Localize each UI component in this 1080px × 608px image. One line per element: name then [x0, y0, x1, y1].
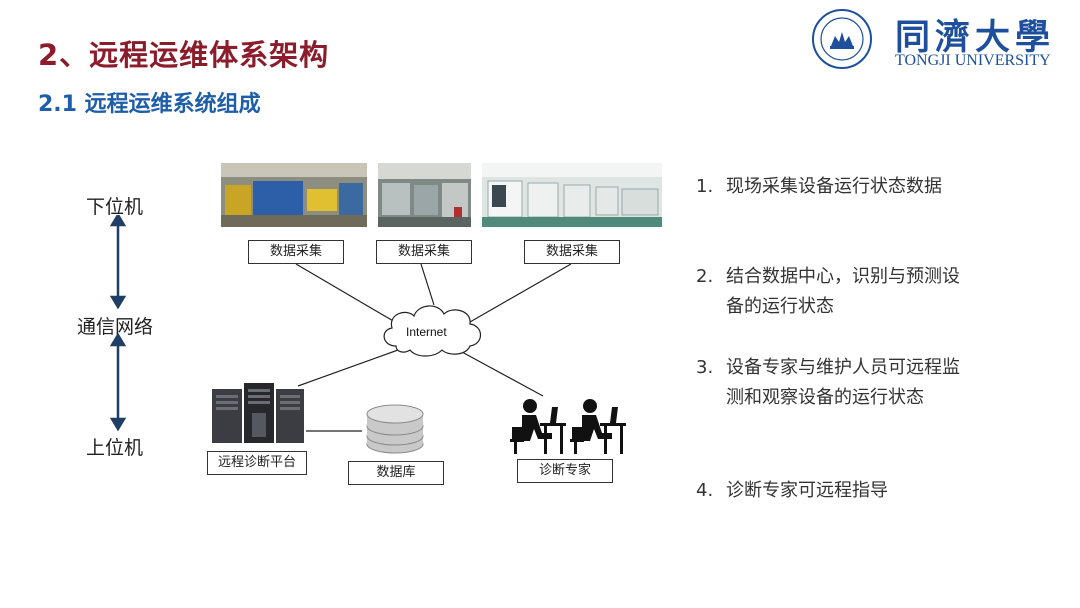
list-item: 3. 设备专家与维护人员可远程监测和观察设备的运行状态: [696, 353, 966, 443]
database-icon: [366, 404, 424, 454]
data-collection-label-3: 数据采集: [524, 240, 620, 264]
logo-chinese-name: 同濟大學: [895, 17, 1056, 58]
list-item-number: 2.: [696, 266, 714, 287]
internet-cloud-icon: [383, 305, 482, 357]
factory-photo-3: [482, 163, 662, 227]
data-collection-label-1: 数据采集: [248, 240, 344, 264]
diagnosis-platform-label: 远程诊断平台: [207, 451, 307, 475]
upper-machine-label: 上位机: [86, 437, 144, 459]
list-item: 2. 结合数据中心，识别与预测设备的运行状态: [696, 262, 966, 322]
list-item: 4. 诊断专家可远程指导: [696, 476, 966, 506]
list-item: 1. 现场采集设备运行状态数据: [696, 172, 966, 232]
factory-photo-1: [221, 163, 367, 227]
page-title: 2、远程运维体系架构: [38, 38, 330, 72]
section-subtitle: 2.1 远程运维系统组成: [38, 92, 261, 117]
list-item-number: 3.: [696, 357, 714, 378]
university-seal-icon: [812, 9, 872, 69]
hierarchy-arrows: [109, 215, 127, 432]
lower-machine-label: 下位机: [86, 196, 144, 218]
factory-photo-2: [378, 163, 471, 227]
diagnosis-experts-icon: [510, 399, 626, 454]
list-item-text: 诊断专家可远程指导: [726, 480, 888, 501]
server-rack-icon: [212, 383, 304, 443]
data-collection-label-2: 数据采集: [376, 240, 472, 264]
list-item-text: 结合数据中心，识别与预测设备的运行状态: [726, 266, 960, 317]
list-item-number: 4.: [696, 480, 714, 501]
list-item-number: 1.: [696, 176, 714, 197]
diagnosis-expert-label: 诊断专家: [517, 459, 613, 483]
list-item-text: 现场采集设备运行状态数据: [726, 176, 942, 197]
logo-english-name: TONGJI UNIVERSITY: [895, 52, 1051, 69]
internet-label: Internet: [406, 325, 447, 339]
list-item-text: 设备专家与维护人员可远程监测和观察设备的运行状态: [726, 357, 960, 408]
network-label: 通信网络: [77, 316, 154, 338]
database-label: 数据库: [348, 461, 444, 485]
